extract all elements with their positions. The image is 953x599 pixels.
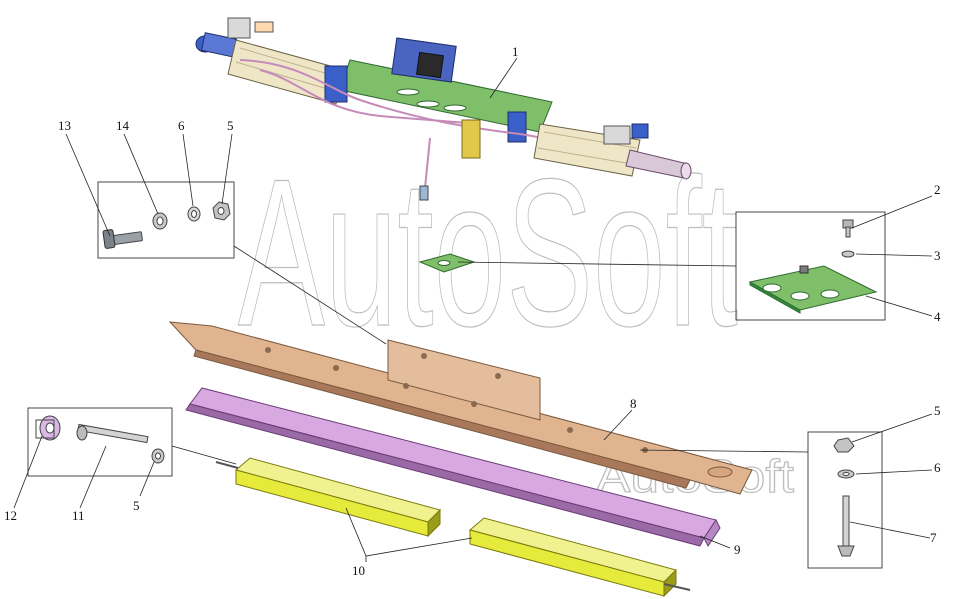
callout-12: 12: [4, 508, 17, 523]
actuator-assembly: [195, 17, 692, 201]
leader-lines: [13, 57, 933, 562]
plate-4: [748, 265, 878, 314]
watermark: AutoSoft AutoSoft: [237, 134, 794, 502]
callout-7: 7: [930, 530, 937, 545]
nut-5-bottom: [151, 448, 165, 464]
hardware-box-bottom-right: [807, 431, 883, 569]
beam-8: [168, 321, 753, 495]
hardware-box-bottom-left: [27, 407, 173, 477]
callout-5-bottom: 5: [133, 498, 140, 513]
callout-2: 2: [934, 182, 941, 197]
callout-4: 4: [934, 309, 941, 324]
nut-5-right: [833, 437, 855, 453]
hardware-box-left: [97, 181, 235, 259]
left-cylinder: [227, 39, 346, 105]
bar-10-back: [468, 517, 691, 598]
callout-5-right: 5: [934, 403, 941, 418]
bolt-13: [102, 229, 143, 249]
screw-2: [842, 219, 854, 238]
gasket-plate: [418, 253, 476, 273]
callout-5-top: 5: [227, 118, 234, 133]
rail-9: [185, 387, 721, 547]
callout-6-top: 6: [178, 118, 185, 133]
pin-11: [76, 423, 149, 444]
left-bracket: [227, 17, 251, 39]
lock-washer-6-left: [187, 206, 201, 222]
nut-5-left: [212, 201, 231, 221]
valve-block-right: [507, 111, 527, 143]
callout-13: 13: [58, 118, 71, 133]
roller-12: [35, 415, 61, 441]
bar-10-front: [215, 457, 441, 538]
callout-labels: 1 2 3 4 13 14 6 5 8 5 6 7 9 10 12 11 5: [4, 44, 941, 578]
callout-8: 8: [630, 396, 637, 411]
valve-block-left: [324, 65, 348, 103]
callout-10: 10: [352, 563, 365, 578]
brass-fitting: [461, 119, 481, 159]
watermark-main-text: AutoSoft: [238, 135, 738, 370]
washer-3: [841, 250, 855, 258]
washer-14: [152, 212, 168, 230]
callout-1: 1: [512, 44, 519, 59]
callout-14: 14: [116, 118, 130, 133]
right-bracket: [603, 125, 631, 145]
callout-3: 3: [934, 248, 941, 263]
bolt-7: [837, 495, 855, 557]
callout-6-right: 6: [934, 460, 941, 475]
callout-11: 11: [72, 508, 85, 523]
callout-9: 9: [734, 542, 741, 557]
washer-6-right: [837, 469, 855, 479]
